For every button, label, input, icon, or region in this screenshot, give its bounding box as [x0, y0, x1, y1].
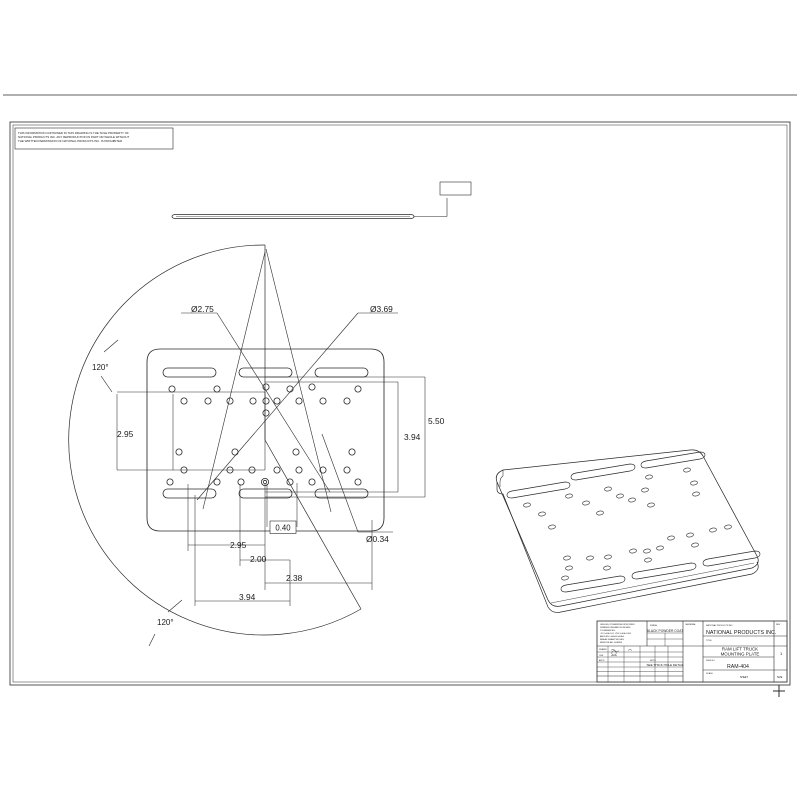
sheet-border — [3, 94, 797, 686]
dim-bottom-chain — [187, 483, 373, 606]
title-label: TITLE — [706, 640, 712, 642]
sheet-label: SHEET — [740, 676, 749, 679]
iso-slots — [506, 451, 761, 593]
plate-holes-bottom — [166, 448, 362, 486]
drawing-title-line2: MOUNTING PLATE — [721, 652, 760, 657]
iso-holes — [523, 467, 732, 581]
dim-label-2-95-bottom: 2.95 — [230, 540, 247, 550]
company-label: NATIONAL PRODUCTS INC. — [706, 624, 734, 627]
dim-label-5-50: 5.50 — [428, 416, 445, 426]
dim-2-95-left — [116, 391, 266, 471]
isometric-view — [495, 449, 759, 613]
callout-0-40: 0.40 — [269, 520, 297, 534]
angle-tick-marks — [100, 339, 183, 647]
rev-col-label: REV — [776, 624, 781, 626]
note-value: SEE THICK HOLE DETAIL — [646, 663, 683, 667]
diameter-label-0-34: Ø0.34 — [366, 534, 389, 544]
thickness-callout-0-20 — [439, 181, 472, 196]
diameter-leaders — [181, 248, 398, 533]
angle-label-lower: 120° — [157, 618, 174, 627]
diameter-label-3-69: Ø3.69 — [370, 304, 393, 314]
checked-label: CHK — [599, 655, 604, 657]
dim-3-94-right — [265, 376, 426, 498]
title-block: UNLESS OTHERWISE SPECIFIED DIMENSIONS AR… — [596, 620, 788, 683]
proprietary-note-box: THIS INFORMATION CONTAINED IN THIS DRAWI… — [14, 127, 174, 150]
top-plan-view — [146, 348, 385, 532]
diameter-label-2-75: Ø2.75 — [191, 304, 214, 314]
company-name: NATIONAL PRODUCTS INC. — [706, 630, 776, 636]
registration-cross — [773, 685, 785, 697]
finish-label: FINISH — [650, 625, 658, 627]
scale-label: SCALE — [706, 672, 713, 675]
edge-thickness-view — [171, 214, 415, 219]
dwg-no-label: DWG NO — [706, 660, 715, 662]
dim-label-3-94-bottom: 3.94 — [239, 592, 256, 602]
dim-label-2-38: 2.38 — [286, 573, 303, 583]
dim-label-3-94-right: 3.94 — [404, 432, 421, 442]
dim-label-2-00: 2.00 — [250, 554, 267, 564]
finish-value: BLACK POWDER COAT — [647, 629, 683, 633]
angle-label-upper: 120° — [92, 363, 109, 372]
material-label: MATERIAL — [686, 623, 697, 626]
swing-envelope-arc — [68, 244, 362, 636]
size-label: SIZE — [777, 676, 783, 679]
approved-label: APPD — [599, 659, 605, 662]
signature-marks — [610, 649, 633, 657]
drawing-title-line1: RAM LIFT TRUCK — [722, 647, 758, 652]
proprietary-note-text: THIS INFORMATION CONTAINED IN THIS DRAWI… — [18, 131, 130, 143]
rev-value: 1 — [780, 651, 783, 656]
dim-label-2-95-left: 2.95 — [117, 429, 134, 439]
thickness-callout-leader — [414, 198, 448, 217]
part-number: RAM-404 — [727, 664, 749, 670]
note-caption: NOTE — [650, 660, 656, 662]
callout-0-40-label: 0.40 — [275, 523, 291, 532]
tolerance-note: UNLESS OTHERWISE SPECIFIED DIMENSIONS AR… — [600, 624, 635, 644]
drawn-label: DRAWN — [599, 648, 607, 651]
